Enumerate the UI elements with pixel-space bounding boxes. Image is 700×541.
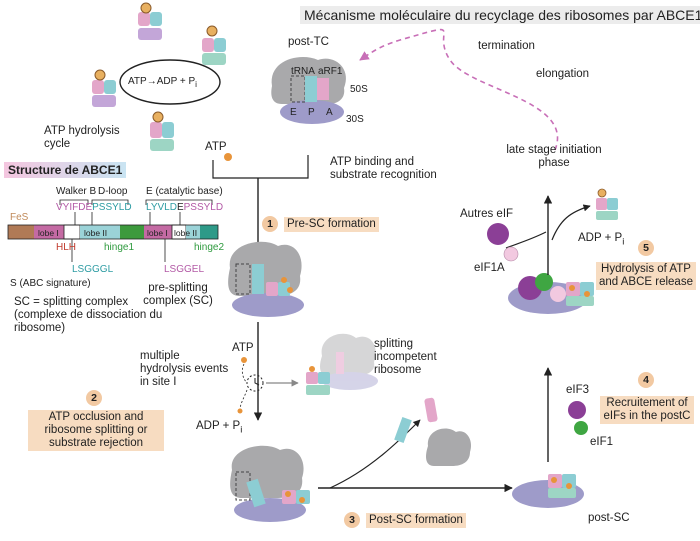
cycle-arrow — [119, 59, 221, 105]
post-sc-label: post-SC — [588, 512, 630, 524]
atp-binding-label: ATP binding and substrate recognition — [330, 156, 437, 181]
diagram-title: Mécanisme moléculaire du recyclage des r… — [300, 6, 700, 24]
signature1-label: LSGGGL — [72, 264, 114, 275]
step4-text: Recruitement of eIFs in the postC — [600, 396, 694, 424]
eif-exchange-arrow — [505, 231, 547, 249]
incompetent-label: splitting incompetent ribosome — [374, 338, 437, 376]
site-p: P — [308, 107, 315, 118]
atp-label-mid: ATP — [232, 342, 254, 354]
multiple-hydrolysis-label: multiple hydrolysis events in site I — [140, 350, 229, 388]
step4-badge: 4 — [638, 372, 654, 388]
seq2-label: LYVLDEPSSYLD — [146, 202, 224, 213]
seq1-label: VYIFDEPSSYLD — [56, 202, 132, 213]
structure-brackets — [59, 199, 213, 262]
hinge1-label: hinge1 — [104, 242, 135, 253]
step2-text: ATP occlusion and ribosome splitting or … — [28, 410, 164, 451]
step5-text: Hydrolysis of ATP and ABCE release — [596, 262, 696, 290]
step1-text: Pre-SC formation — [284, 217, 379, 232]
released-abce-right — [596, 188, 618, 220]
fes-label: FeS — [10, 212, 29, 223]
sc-definition: SC = splitting complex (complexe de diss… — [14, 296, 163, 334]
elongation-label: elongation — [536, 68, 590, 80]
signature2-label: LSGGEL — [164, 264, 205, 275]
catalytic-base-label: E (catalytic base) — [146, 186, 223, 197]
eif-bound-complex — [508, 273, 594, 314]
adp-label-right: ADP + Pi — [578, 232, 625, 248]
30s-label: 30S — [346, 114, 364, 125]
release-50s-arrow — [329, 419, 421, 489]
pink-dashed-arrow — [359, 28, 559, 151]
pre-sc-label: pre-splitting complex (SC) — [143, 282, 213, 307]
arf1-label: aRF1 — [318, 66, 343, 77]
step5-badge: 5 — [638, 240, 654, 256]
dloop-label: D-loop — [98, 186, 128, 197]
abce-release-arrow — [551, 204, 591, 241]
signature-label: S (ABC signature) — [10, 278, 91, 289]
cycle-abce-bottom — [150, 111, 174, 151]
eif1a-label: eIF1A — [474, 262, 505, 274]
lobe1-a-label: lobe I — [38, 228, 59, 238]
lobe2-a-label: lobe II — [84, 228, 108, 238]
cycle-equation: ATP→ADP + Pi — [128, 76, 198, 89]
abce1-domain-bar — [7, 224, 219, 240]
adp-label-mid: ADP + Pi — [196, 420, 243, 436]
post-tc-label: post-TC — [288, 36, 329, 48]
cycle-label: ATP hydrolysis cycle — [44, 125, 120, 150]
post-sc-complex-left — [230, 445, 310, 522]
atp-molecule — [224, 153, 232, 161]
site-a: A — [326, 107, 333, 118]
released-abce — [306, 366, 330, 395]
step3-badge: 3 — [344, 512, 360, 528]
late-initiation-label: late stage initiation phase — [506, 144, 602, 169]
eif3-circle — [568, 401, 586, 419]
post-tc-ribosome — [271, 57, 346, 124]
50s-label: 50S — [350, 84, 368, 95]
atp-label-top: ATP — [205, 141, 227, 153]
walker-b-label: Walker B — [56, 186, 97, 197]
eif3-label: eIF3 — [566, 384, 590, 396]
termination-label: termination — [478, 40, 535, 52]
released-50s — [394, 397, 472, 466]
eif1-label: eIF1 — [590, 436, 614, 448]
site-e: E — [290, 107, 297, 118]
post-sc-complex — [512, 474, 584, 508]
pre-sc-ribosome — [228, 241, 304, 317]
eif1a-circle — [503, 246, 519, 262]
atp-binding-bracket — [212, 155, 309, 179]
step3-text: Post-SC formation — [366, 513, 466, 528]
hinge2-label: hinge2 — [194, 242, 225, 253]
cycle-abce-right — [202, 25, 226, 65]
cycle-abce-top — [138, 2, 162, 40]
lobe1-b-label: lobe I — [147, 228, 168, 238]
lobe2-b-label: lobe II — [174, 228, 198, 238]
hlh-label: HLH — [56, 242, 77, 253]
trna-label: tRNA — [291, 66, 315, 77]
step2-badge: 2 — [86, 390, 102, 406]
eif1-circle — [574, 421, 588, 435]
cycle-abce-left — [92, 69, 116, 107]
incompetent-ribosome — [320, 333, 378, 390]
structure-title: Structure de ABCE1 — [4, 162, 127, 178]
autres-eif-label: Autres eIF — [460, 208, 514, 220]
autres-eif-circle — [487, 223, 509, 245]
step1-badge: 1 — [262, 216, 278, 232]
hydrolysis-symbol — [237, 357, 264, 414]
